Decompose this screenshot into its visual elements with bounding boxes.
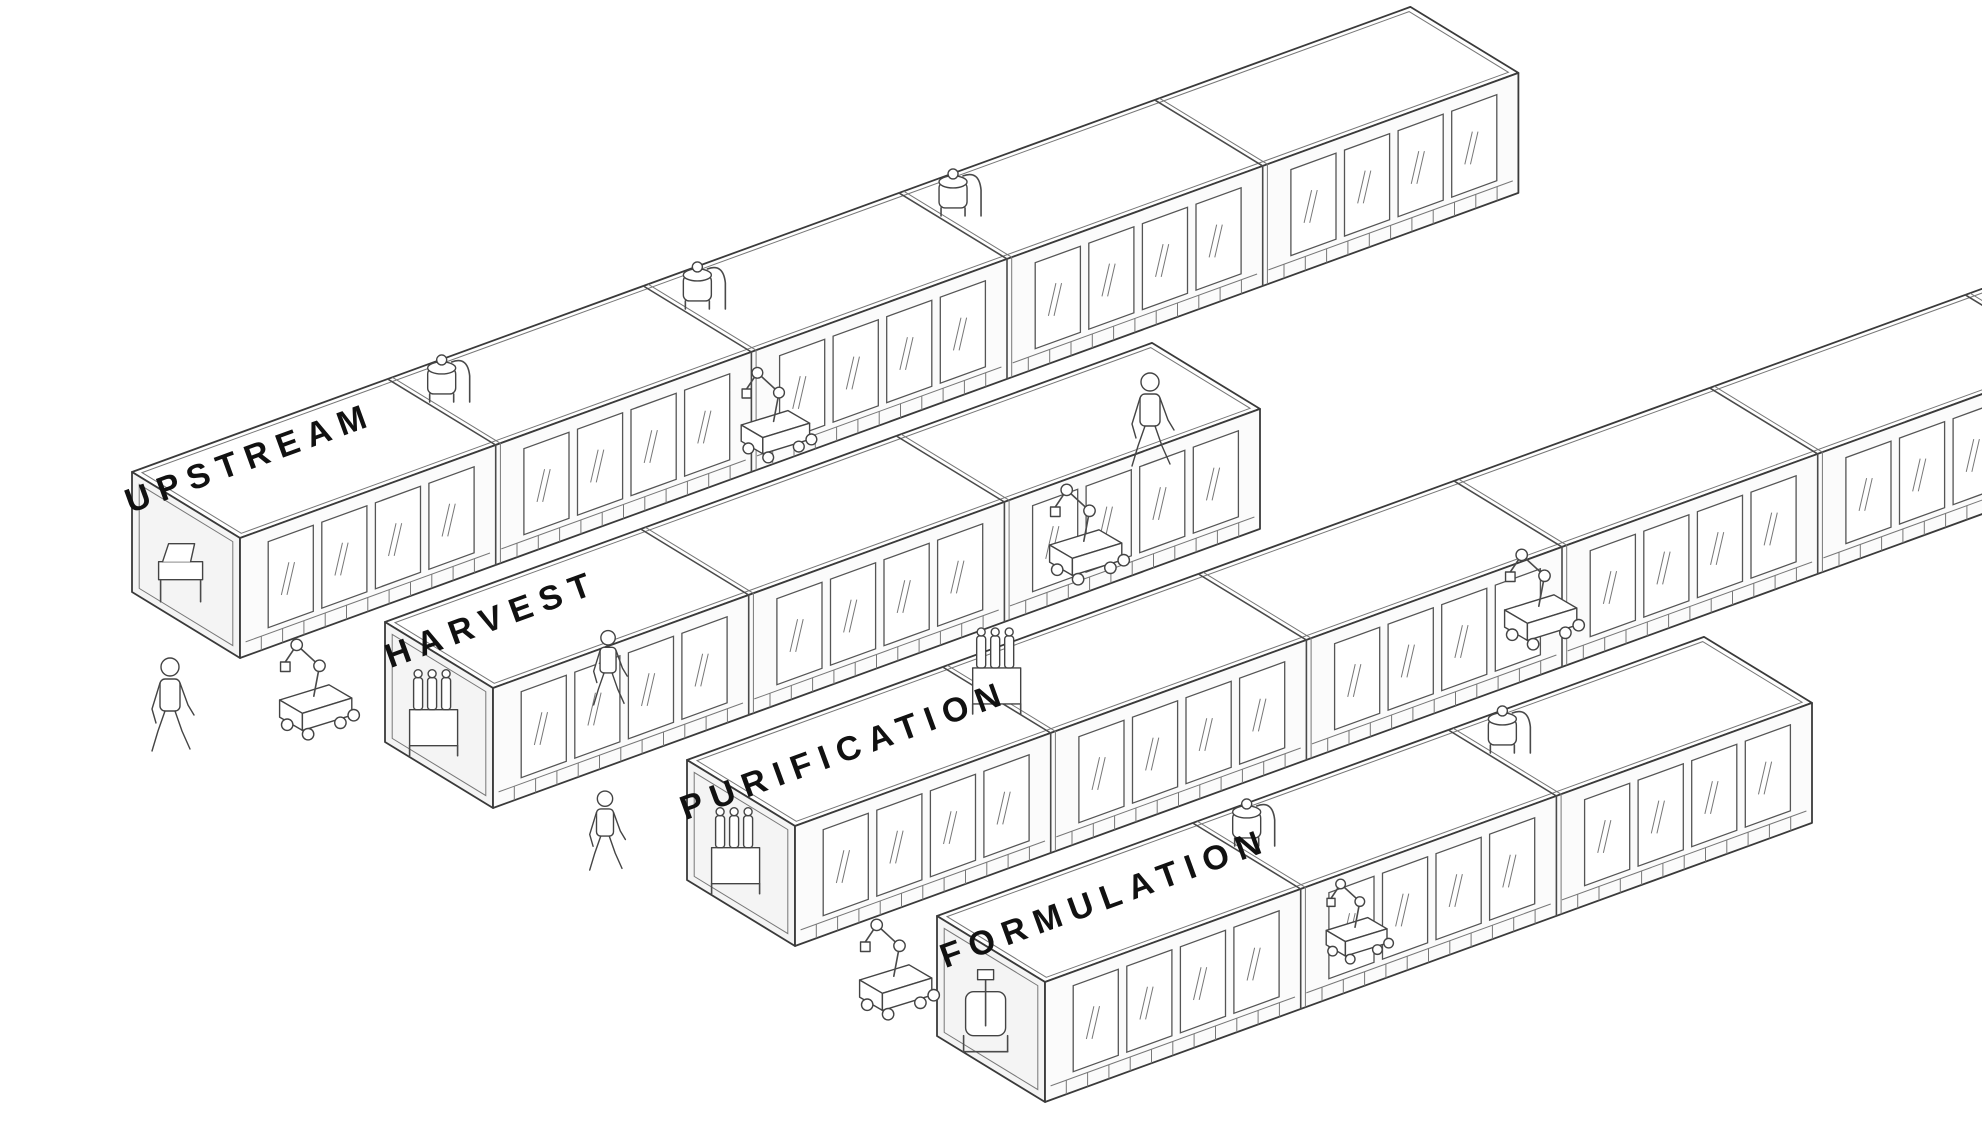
upstream-module [386,372,746,566]
pressure-vessel-icon [1487,705,1532,754]
filtration-skid-icon [408,669,459,757]
window [1952,407,1982,506]
upstream-roof [131,6,1520,539]
benchtop-instrument-icon [157,543,204,603]
mobile-robot-arm-icon [858,918,941,1021]
purification-module [800,753,1046,939]
upstream-module [898,186,1258,380]
mobile-robot-arm-icon [278,638,361,741]
bioreactor-icon [938,168,982,217]
humanoid-robot-icon [592,629,628,706]
mobile-robot-arm-icon [740,366,818,464]
humanoid-robot-icon [151,657,195,752]
chromatography-skid-icon [971,627,1022,715]
humanoid-robot-icon [589,790,627,871]
upstream-module [245,465,491,651]
upstream-line [131,6,1520,659]
purification-module [1453,474,1813,668]
mobile-robot-arm-icon [1503,548,1586,651]
formulation-module [1447,723,1807,917]
purification-module [1197,567,1557,761]
purification-line [686,287,1982,947]
pressure-vessel-icon [1231,798,1276,847]
purification-module [941,660,1301,854]
harvest-line [384,341,1261,809]
formulation-module [1050,909,1296,1095]
upstream-module [1153,93,1513,287]
bioreactor-icon [426,354,471,403]
formulation-line [936,636,1813,1103]
humanoid-robot-icon [1131,372,1175,467]
actors [151,366,1586,1021]
purification-module [1708,385,1982,575]
container-lines [131,6,1982,1103]
mobile-robot-arm-icon [1325,878,1395,965]
chromatography-skid-icon [710,807,761,895]
harvest-module [498,615,744,801]
bioreactor-icon [682,261,727,310]
mixing-vessel-icon [962,969,1009,1053]
harvest-module [639,522,999,716]
mobile-robot-arm-icon [1048,483,1131,586]
